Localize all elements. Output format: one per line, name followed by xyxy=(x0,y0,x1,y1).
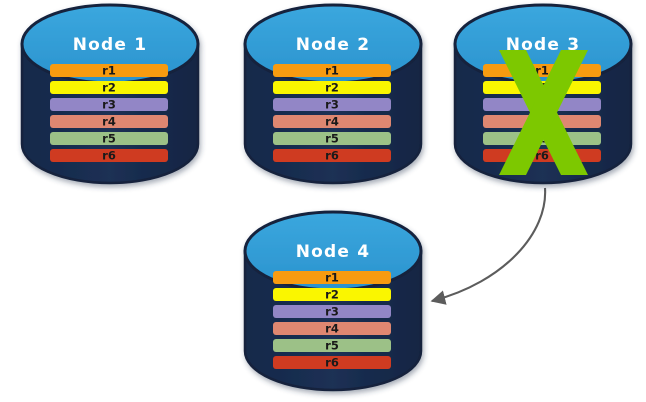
node-4-row-r4-bar xyxy=(273,322,391,335)
node-4-row-r6-label: r6 xyxy=(325,356,339,370)
node-1-row-r4-label: r4 xyxy=(102,115,116,129)
node-1-row-r6-bar xyxy=(50,149,168,162)
node-2-row-r5-bar xyxy=(273,132,391,145)
node-1[interactable]: Node 1 xyxy=(20,3,200,185)
node-1-row-r4-bar xyxy=(50,115,168,128)
node-1-row-r1-bar xyxy=(50,64,168,77)
node-2-row-r3-label: r3 xyxy=(325,98,339,112)
node-2-row-r6-bar xyxy=(273,149,391,162)
node-4-row-r2-label: r2 xyxy=(325,288,339,302)
node-2-label: Node 2 xyxy=(296,35,371,55)
node-2-rows: r1 r2 r3 r4 r5 r6 xyxy=(273,64,391,163)
node-4-row-r5-label: r5 xyxy=(325,339,339,353)
node-1-row-r5-bar xyxy=(50,132,168,145)
node-2-row-r4-bar xyxy=(273,115,391,128)
node-2-row-r5-label: r5 xyxy=(325,132,339,146)
node-3-row-r1-label: r1 xyxy=(535,64,549,78)
node-1-row-r5-label: r5 xyxy=(102,132,116,146)
node-4-row-r2-bar xyxy=(273,288,391,301)
node-1-rows: r1 r2 r3 r4 r5 r6 xyxy=(50,64,168,163)
node-4-row-r3-bar xyxy=(273,305,391,318)
node-4-row-r5-bar xyxy=(273,339,391,352)
node-2[interactable]: Node 2 xyxy=(243,3,423,185)
node-1-row-r3-bar xyxy=(50,98,168,111)
node-1-row-r3-label: r3 xyxy=(102,98,116,112)
node-2-row-r1-label: r1 xyxy=(325,64,339,78)
node-2-row-r1-bar xyxy=(273,64,391,77)
node-4-row-r3-label: r3 xyxy=(325,305,339,319)
node-1-row-r2-label: r2 xyxy=(102,81,116,95)
node-3-failure-x-icon xyxy=(499,50,588,175)
node-2-row-r6-label: r6 xyxy=(325,149,339,163)
node-2-row-r2-bar xyxy=(273,81,391,94)
node-4-label: Node 4 xyxy=(296,242,371,262)
node-4-row-r1-bar xyxy=(273,271,391,284)
node-1-row-r1-label: r1 xyxy=(102,64,116,78)
node-2-row-r4-label: r4 xyxy=(325,115,339,129)
node-4[interactable]: Node 4 xyxy=(243,210,423,392)
node-1-label: Node 1 xyxy=(73,35,148,55)
arrow-path xyxy=(430,187,547,305)
replication-arrow xyxy=(430,187,547,305)
node-4-row-r1-label: r1 xyxy=(325,271,339,285)
node-4-row-r4-label: r4 xyxy=(325,322,339,336)
node-1-row-r6-label: r6 xyxy=(102,149,116,163)
node-3-row-r6-label: r6 xyxy=(535,149,549,163)
node-4-rows: r1 r2 r3 r4 r5 r6 xyxy=(273,271,391,370)
node-2-row-r3-bar xyxy=(273,98,391,111)
node-1-row-r2-bar xyxy=(50,81,168,94)
node-4-row-r6-bar xyxy=(273,356,391,369)
node-2-row-r2-label: r2 xyxy=(325,81,339,95)
